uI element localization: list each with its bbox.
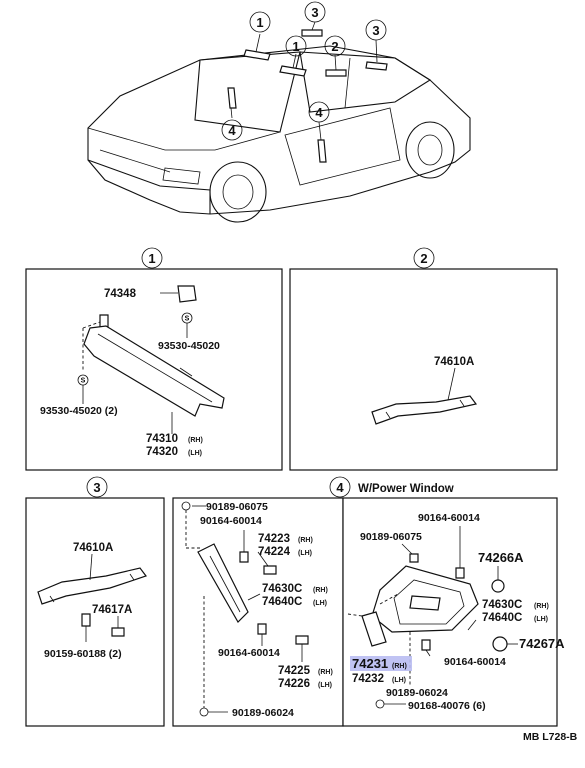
part-74225-label[interactable]: 74225 <box>278 665 311 677</box>
svg-text:1: 1 <box>148 251 155 266</box>
part-74224-label[interactable]: 74224 <box>258 546 291 558</box>
panel-4-condition-title: W/Power Window <box>358 483 454 495</box>
svg-text:2: 2 <box>331 39 338 54</box>
svg-text:4: 4 <box>315 105 323 120</box>
svg-text:1: 1 <box>292 39 299 54</box>
part-74640C-label-left[interactable]: 74640C <box>262 596 302 608</box>
part-90189-06075-label-right[interactable]: 90189-06075 <box>360 531 422 543</box>
part-74223-side-tag: (RH) <box>298 537 313 544</box>
part-74266A-label[interactable]: 74266A <box>478 550 524 565</box>
panel-4-header[interactable]: 4 <box>329 476 351 498</box>
svg-text:3: 3 <box>311 5 318 20</box>
part-90164-60014-label-left-mid[interactable]: 90164-60014 <box>218 647 280 659</box>
panel-2-frame <box>289 268 558 471</box>
car-illustration <box>87 21 471 223</box>
part-74610A-label-p3[interactable]: 74610A <box>73 542 113 554</box>
part-74223-label[interactable]: 74223 <box>258 533 290 545</box>
part-74232-label[interactable]: 74232 <box>352 673 384 685</box>
part-74226-side-tag: (LH) <box>318 682 332 689</box>
part-93530-45020-label[interactable]: 93530-45020 <box>158 340 220 352</box>
part-74640C-label-right[interactable]: 74640C <box>482 612 522 624</box>
car-callout-1a[interactable]: 1 <box>249 11 271 33</box>
svg-text:4: 4 <box>228 123 236 138</box>
svg-text:S: S <box>185 316 190 323</box>
svg-text:4: 4 <box>336 480 344 495</box>
panel-3-frame <box>25 497 165 727</box>
selected-part-highlight <box>350 656 412 671</box>
part-74226-label[interactable]: 74226 <box>278 678 310 690</box>
car-callout-2[interactable]: 2 <box>324 35 346 57</box>
panel-3-header[interactable]: 3 <box>86 476 108 498</box>
car-callout-1b[interactable]: 1 <box>285 35 307 57</box>
part-74610A-label[interactable]: 74610A <box>434 356 474 368</box>
part-90189-06024-label-left[interactable]: 90189-06024 <box>232 707 294 719</box>
svg-text:3: 3 <box>372 23 379 38</box>
part-74640C-side-tag-left: (LH) <box>313 600 327 607</box>
part-90164-60014-label-right-bot[interactable]: 90164-60014 <box>444 656 506 668</box>
part-90189-06075-label-left[interactable]: 90189-06075 <box>206 501 268 513</box>
part-74310-label[interactable]: 74310 <box>146 433 178 445</box>
part-74630C-label-right[interactable]: 74630C <box>482 599 522 611</box>
part-74630C-side-tag-left: (RH) <box>313 587 328 594</box>
part-74348-label[interactable]: 74348 <box>104 288 137 300</box>
part-90168-40076-label[interactable]: 90168-40076 (6) <box>408 700 486 712</box>
part-90189-06024-label-right[interactable]: 90189-06024 <box>386 687 448 699</box>
part-74640C-side-tag-right: (LH) <box>534 616 548 623</box>
part-74231-label[interactable]: 74231 <box>352 656 388 671</box>
panel-4-left-frame <box>172 497 344 727</box>
panel-2-header[interactable]: 2 <box>413 247 435 269</box>
part-74225-side-tag: (RH) <box>318 669 333 676</box>
car-callout-4b[interactable]: 4 <box>308 101 330 123</box>
part-74267A-label[interactable]: 74267A <box>519 636 565 651</box>
svg-text:1: 1 <box>256 15 263 30</box>
car-callout-3b[interactable]: 3 <box>365 19 387 41</box>
svg-text:2: 2 <box>420 251 427 266</box>
car-callout-3a[interactable]: 3 <box>304 1 326 23</box>
part-90164-60014-label-left-top[interactable]: 90164-60014 <box>200 515 262 527</box>
part-74231-side-tag: (RH) <box>392 663 407 670</box>
panel-3-drawing <box>37 553 147 642</box>
panel-4-left-drawing <box>181 501 309 717</box>
part-74630C-side-tag-right: (RH) <box>534 603 549 610</box>
car-callout-4a[interactable]: 4 <box>221 119 243 141</box>
part-74232-side-tag: (LH) <box>392 677 406 684</box>
diagram-code: MB L728-B <box>523 731 578 743</box>
part-74617A-label[interactable]: 74617A <box>92 604 132 616</box>
part-90164-60014-label-right-top[interactable]: 90164-60014 <box>418 512 480 524</box>
part-93530-45020-qty-label[interactable]: 93530-45020 (2) <box>40 405 118 417</box>
part-74320-side-tag: (LH) <box>188 450 202 457</box>
panel-4-right-drawing <box>347 526 518 709</box>
panel-1-header[interactable]: 1 <box>141 247 163 269</box>
svg-text:3: 3 <box>93 480 100 495</box>
part-74320-label[interactable]: 74320 <box>146 446 178 458</box>
part-90159-60188-label[interactable]: 90159-60188 (2) <box>44 648 122 660</box>
svg-text:S: S <box>81 378 86 385</box>
part-74224-side-tag: (LH) <box>298 550 312 557</box>
panel-2-drawing <box>371 367 478 425</box>
part-74310-side-tag: (RH) <box>188 437 203 444</box>
panel-1-drawing: S S <box>77 285 225 434</box>
part-74630C-label-left[interactable]: 74630C <box>262 583 302 595</box>
